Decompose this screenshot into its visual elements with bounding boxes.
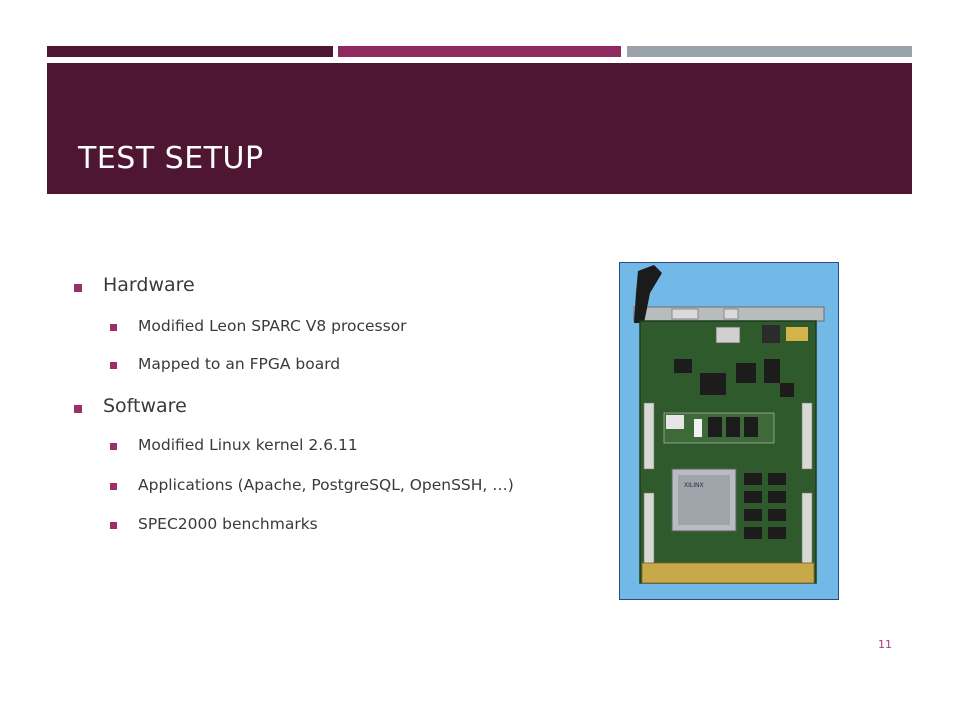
page-number: 11 xyxy=(878,638,892,651)
square-bullet-icon xyxy=(74,284,82,292)
bullet-software: Software xyxy=(74,395,187,417)
square-bullet-icon xyxy=(110,443,117,450)
fpga-board-photo: XILINX xyxy=(619,262,839,600)
square-bullet-icon xyxy=(110,362,117,369)
bullet-label: Software xyxy=(103,395,187,417)
title-band: TEST SETUP xyxy=(47,63,912,194)
accent-bar-dark xyxy=(47,46,333,57)
sub-bullet-label: Mapped to an FPGA board xyxy=(138,355,341,373)
square-bullet-icon xyxy=(110,522,117,529)
fpga-board-photo-icon: XILINX xyxy=(620,263,838,599)
square-bullet-icon xyxy=(74,405,82,413)
slide-title: TEST SETUP xyxy=(78,141,264,176)
sub-bullet-applications: Applications (Apache, PostgreSQL, OpenSS… xyxy=(110,476,514,494)
bullet-label: Hardware xyxy=(103,274,195,296)
sub-bullet-label: Modified Leon SPARC V8 processor xyxy=(138,317,407,335)
accent-bar-gray xyxy=(627,46,912,57)
sub-bullet-label: SPEC2000 benchmarks xyxy=(138,515,318,533)
sub-bullet-label: Modified Linux kernel 2.6.11 xyxy=(138,436,358,454)
square-bullet-icon xyxy=(110,324,117,331)
svg-text:XILINX: XILINX xyxy=(684,482,704,489)
sub-bullet-processor: Modified Leon SPARC V8 processor xyxy=(110,317,407,335)
sub-bullet-kernel: Modified Linux kernel 2.6.11 xyxy=(110,436,358,454)
bullet-hardware: Hardware xyxy=(74,274,195,296)
sub-bullet-fpga: Mapped to an FPGA board xyxy=(110,355,340,373)
sub-bullet-spec2000: SPEC2000 benchmarks xyxy=(110,515,318,533)
square-bullet-icon xyxy=(110,483,117,490)
accent-bar-magenta xyxy=(338,46,621,57)
sub-bullet-label: Applications (Apache, PostgreSQL, OpenSS… xyxy=(138,476,514,494)
